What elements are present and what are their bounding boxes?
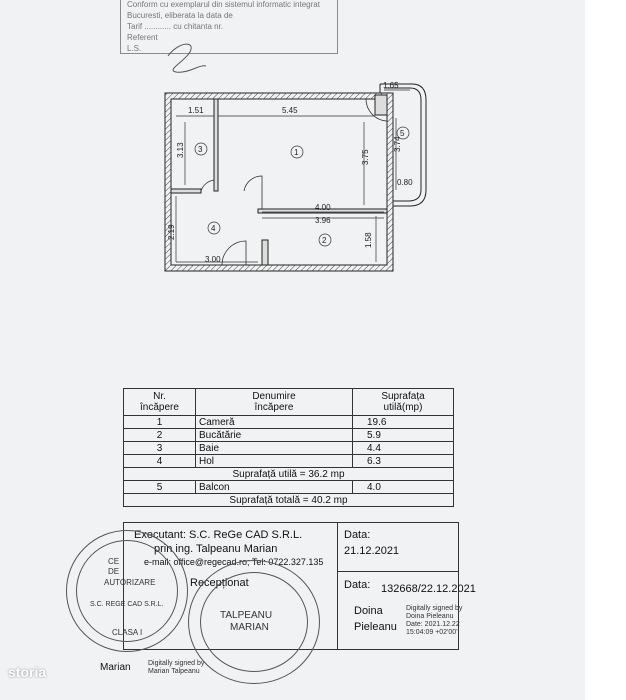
stamp-line: Conform cu exemplarul din sistemul infor… <box>127 0 320 9</box>
row-area: 6.3 <box>352 454 454 468</box>
watermark: storia <box>8 664 47 680</box>
dim-label: 3.96 <box>315 216 331 225</box>
table-row: 5 Balcon 4.0 <box>123 480 454 494</box>
room-number: 1 <box>294 148 299 157</box>
dim-label: 3.00 <box>205 255 221 264</box>
useful-total-row: Suprafață utilă = 36.2 mp <box>123 467 454 481</box>
digital-sig-line: Marian Talpeanu <box>148 668 200 675</box>
seal-text: CE <box>108 557 120 566</box>
total-row: Suprafață totală = 40.2 mp <box>123 493 454 507</box>
signer-last: Pieleanu <box>354 621 397 633</box>
useful-total: Suprafață utilă = 36.2 mp <box>123 467 454 481</box>
digital-sig-line: Digitally signed by <box>148 660 205 667</box>
row-name: Cameră <box>195 415 353 429</box>
seal-text: MARIAN <box>230 622 269 633</box>
digital-sig-line: Date: 2021.12.22 <box>406 621 460 628</box>
data2-value: 132668/22.12.2021 <box>381 583 476 595</box>
row-nr: 3 <box>123 441 196 455</box>
room-number: 4 <box>211 224 216 233</box>
digital-sig-line: Digitally signed by <box>406 605 463 612</box>
room-number: 5 <box>400 129 405 138</box>
data-label: Data: <box>344 529 371 541</box>
row-nr: 5 <box>123 480 196 494</box>
stamp-line: L.S. <box>127 44 142 53</box>
header-area: Suprafața utilă(mp) <box>352 388 454 416</box>
dim-label: 1.51 <box>188 106 204 115</box>
stamp-line: Bucuresti, eliberata la data de <box>127 11 233 20</box>
row-area: 5.9 <box>352 428 454 442</box>
table-row: 3 Baie 4.4 <box>123 441 454 455</box>
row-area: 19.6 <box>352 415 454 429</box>
row-nr: 1 <box>123 415 196 429</box>
row-area: 4.0 <box>352 480 454 494</box>
certification-stamp: Conform cu exemplarul din sistemul infor… <box>120 0 338 54</box>
engineer-seal <box>188 560 320 684</box>
signer-first: Doina <box>354 605 383 617</box>
digital-sig-line: 15:04:09 +02'00' <box>406 629 458 636</box>
dim-label: 1.65 <box>383 81 399 90</box>
table-row: 1 Cameră 19.6 <box>123 415 454 429</box>
seal-text: DE <box>108 567 120 576</box>
seal-text: AUTORIZARE <box>104 578 156 587</box>
data-value: 21.12.2021 <box>344 545 400 557</box>
prin-ing: prin ing. Talpeanu Marian <box>154 543 278 555</box>
divider <box>337 523 338 649</box>
divider <box>337 571 459 572</box>
seal-text: TALPEANU <box>220 610 273 621</box>
header-nr: Nr. încăpere <box>123 388 196 416</box>
digital-sig-line: Doina Pieleanu <box>406 613 454 620</box>
seal-text: S.C. REGE CAD S.R.L. <box>90 601 164 608</box>
executant: Executant: S.C. ReGe CAD S.R.L. <box>134 529 303 541</box>
company-seal <box>66 530 188 652</box>
table-row: 2 Bucătărie 5.9 <box>123 428 454 442</box>
seal-text: CLASA I <box>112 628 143 637</box>
row-area: 4.4 <box>352 441 454 455</box>
dim-label: 0.80 <box>397 178 413 187</box>
row-name: Hol <box>195 454 353 468</box>
dim-label: 1.58 <box>364 232 373 248</box>
total-area: Suprafață totală = 40.2 mp <box>123 493 454 507</box>
row-name: Bucătărie <box>195 428 353 442</box>
row-nr: 2 <box>123 428 196 442</box>
row-name: Balcon <box>195 480 353 494</box>
page-margin <box>585 0 626 700</box>
engineer-seal-inner <box>200 572 308 672</box>
signer-name: Marian <box>100 662 131 673</box>
dim-label: 3.74 <box>393 136 402 152</box>
dim-label: 3.75 <box>361 149 370 165</box>
stamp-line: Referent <box>127 33 158 42</box>
signature-scribble <box>167 43 207 73</box>
row-name: Baie <box>195 441 353 455</box>
row-nr: 4 <box>123 454 196 468</box>
dim-label: 5.45 <box>282 106 298 115</box>
dim-label: 2.19 <box>167 224 176 240</box>
room-number: 3 <box>198 145 203 154</box>
header-name: Denumire încăpere <box>195 388 353 416</box>
rooms-table: Nr. încăpere Denumire încăpere Suprafața… <box>123 388 454 507</box>
company-seal-inner <box>76 540 178 642</box>
stamp-line: Tarif ............ cu chitanta nr. <box>127 22 224 31</box>
table-header-row: Nr. încăpere Denumire încăpere Suprafața… <box>123 388 454 416</box>
table-row: 4 Hol 6.3 <box>123 454 454 468</box>
data2-label: Data: <box>344 579 371 591</box>
dim-label: 4.00 <box>315 203 331 212</box>
room-number: 2 <box>322 236 327 245</box>
dim-label: 3.13 <box>176 142 185 158</box>
